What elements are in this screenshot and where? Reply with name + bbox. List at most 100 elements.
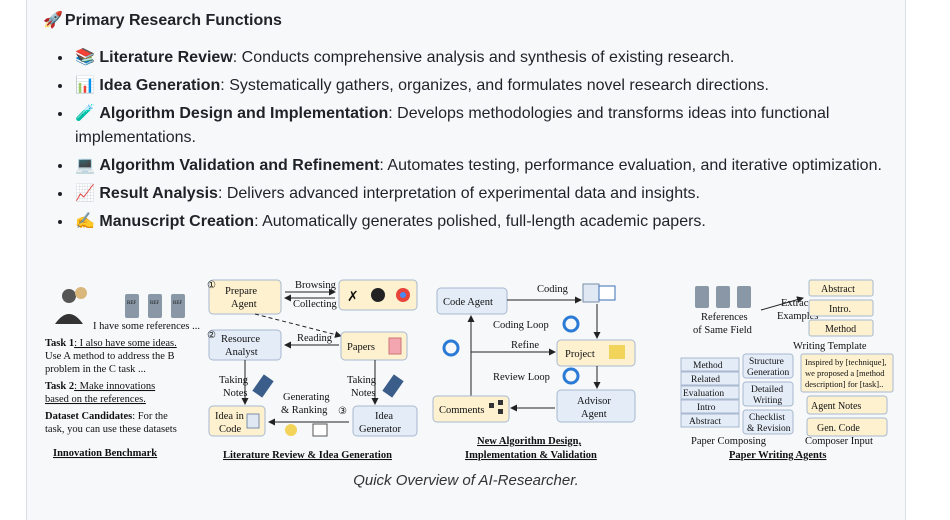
task1-line-c: problem in the C task ... — [45, 364, 146, 375]
agent-notes-label: Agent Notes — [811, 401, 861, 412]
overview-figure: REF REF REF I have some references ... T… — [41, 276, 895, 466]
checklist-label-b: & Revision — [747, 424, 791, 434]
template-line-c: description] for [task].. — [805, 379, 883, 389]
list-item: ✍️ Manuscript Creation: Automatically ge… — [73, 210, 893, 234]
project-label: Project — [565, 349, 595, 360]
papers-label: Papers — [347, 342, 375, 353]
function-name: Algorithm Validation and Refinement — [99, 157, 380, 174]
resource-label-b: Analyst — [225, 347, 258, 358]
advisor-label: Advisor — [577, 396, 611, 407]
bench-title: Innovation Benchmark — [53, 448, 157, 459]
cycle-icon — [442, 339, 460, 357]
idea-in-code-label: Idea in — [215, 411, 245, 422]
code-agent-label: Code Agent — [443, 297, 493, 308]
ranking-icon — [312, 423, 328, 437]
ref-label: REF — [173, 301, 182, 306]
section-tab: Intro — [697, 403, 716, 413]
task2-line-b: based on the references. — [45, 394, 146, 405]
github-icon — [371, 288, 385, 302]
rocket-icon: 🚀 — [43, 12, 63, 29]
step-1-badge: ① — [207, 280, 216, 291]
taking-notes-label-2b: Notes — [351, 388, 376, 399]
algorithm-title-b: Implementation & Validation — [465, 450, 597, 461]
task2-line: Task 2: Make innovations — [45, 381, 155, 392]
section-title: Primary Research Functions — [64, 12, 282, 29]
cycle-icon — [562, 367, 580, 385]
advisor-label-b: Agent — [581, 409, 607, 420]
books-icon: 📚 — [75, 49, 95, 66]
spreadsheet-icon — [598, 285, 616, 301]
innovation-benchmark-panel: REF REF REF I have some references ... T… — [45, 287, 200, 459]
task1-line-b: Use A method to address the B — [45, 351, 175, 362]
trend-chart-icon: 📈 — [75, 185, 95, 202]
pen-icon — [382, 374, 404, 398]
ranking-label: & Ranking — [281, 405, 328, 416]
generating-label: Generating — [283, 392, 330, 403]
function-desc: : Delivers advanced interpretation of ex… — [217, 185, 700, 202]
functions-list: 📚 Literature Review: Conducts comprehens… — [49, 46, 893, 238]
refine-label: Refine — [511, 340, 539, 351]
composing-label: Paper Composing — [691, 436, 767, 447]
algorithm-title: New Algorithm Design, — [477, 436, 581, 447]
coding-label: Coding — [537, 284, 569, 295]
bench-quote: I have some references ... — [93, 321, 200, 332]
taking-notes-label-2: Taking — [347, 375, 377, 386]
function-desc: : Automates testing, performance evaluat… — [379, 157, 882, 174]
prepare-label: Prepare — [225, 286, 257, 297]
task1-line: Task 1: I also have some ideas. — [45, 338, 177, 349]
references-label-b: of Same Field — [693, 325, 753, 336]
resource-label: Resource — [221, 334, 260, 345]
template-line-b: we proposed a [method — [805, 368, 885, 378]
function-desc: : Conducts comprehensive analysis and sy… — [232, 49, 735, 66]
person-icon — [55, 287, 87, 324]
taking-notes-label-b: Notes — [223, 388, 248, 399]
list-item: 📚 Literature Review: Conducts comprehens… — [73, 46, 893, 70]
overview-diagram: REF REF REF I have some references ... T… — [45, 279, 894, 461]
review-loop-label: Review Loop — [493, 372, 550, 383]
code-file-icon — [582, 283, 600, 303]
function-name: Algorithm Design and Implementation — [99, 105, 389, 122]
tree-icon — [489, 400, 503, 414]
list-item: 📊 Idea Generation: Systematically gather… — [73, 74, 893, 98]
section-tab: Method — [693, 361, 723, 371]
code-doc-icon — [246, 413, 260, 429]
idea-generator-label: Idea — [375, 411, 393, 422]
function-name: Idea Generation — [99, 77, 221, 94]
structure-label: Structure — [749, 357, 784, 367]
idea-generator-label-b: Generator — [359, 424, 401, 435]
step-3-badge: ③ — [338, 406, 347, 417]
writing-hand-icon: ✍️ — [75, 213, 95, 230]
figure-caption: Quick Overview of AI-Researcher. — [353, 472, 579, 489]
composer-input-label: Composer Input — [805, 436, 873, 447]
section-tab: Abstract — [689, 417, 722, 427]
function-name: Literature Review — [99, 49, 233, 66]
folder-icon — [609, 345, 625, 359]
reading-label: Reading — [297, 333, 333, 344]
function-desc: : Systematically gathers, organizes, and… — [220, 77, 769, 94]
examples-label: Examples — [777, 311, 818, 322]
paper-panel: References of Same Field Extract Example… — [680, 279, 894, 461]
document-stack-icon: REF REF REF — [125, 294, 185, 318]
abstract-example: Abstract — [821, 284, 855, 295]
laptop-icon: 💻 — [75, 157, 95, 174]
ref-label: REF — [127, 301, 136, 306]
test-tube-icon: 🧪 — [75, 105, 95, 122]
function-desc: : Automatically generates polished, full… — [254, 213, 706, 230]
dataset-line-b: task, you can use these datasets — [45, 424, 177, 435]
papers-icon — [388, 337, 402, 355]
paper-title: Paper Writing Agents — [729, 450, 826, 461]
checklist-label: Checklist — [749, 413, 785, 423]
pen-icon — [252, 374, 274, 398]
content-panel: 🚀Primary Research Functions 📚 Literature… — [26, 0, 906, 520]
writing-template-label: Writing Template — [793, 341, 867, 352]
ref-label: REF — [150, 301, 159, 306]
structure-label-b: Generation — [747, 368, 789, 378]
list-item: 💻 Algorithm Validation and Refinement: A… — [73, 154, 893, 178]
bulb-icon — [285, 424, 297, 436]
detailed-label-b: Writing — [753, 396, 782, 406]
cycle-icon — [562, 315, 580, 333]
function-name: Manuscript Creation — [99, 213, 255, 230]
gen-code-label: Gen. Code — [817, 423, 860, 434]
list-item: 🧪 Algorithm Design and Implementation: D… — [73, 102, 893, 150]
section-tab: Related — [691, 375, 720, 385]
